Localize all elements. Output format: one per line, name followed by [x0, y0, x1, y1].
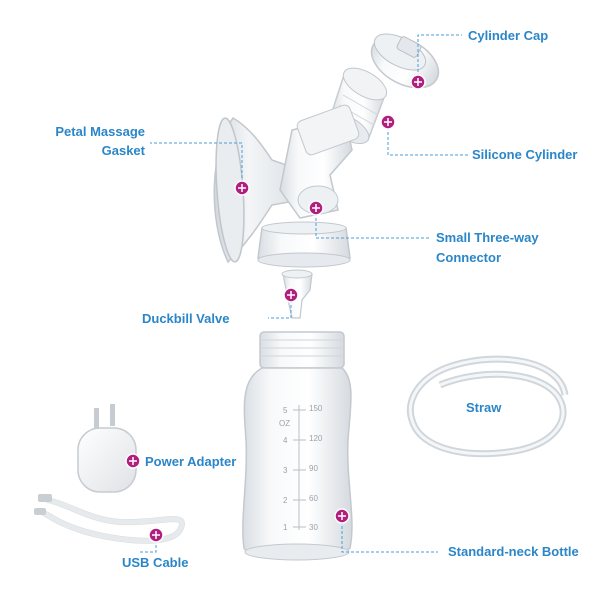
- standard-neck-bottle: [242, 331, 353, 561]
- scale-oz-2: 2: [283, 496, 288, 505]
- plus-marker-icon: [283, 287, 299, 303]
- scale-ml-90: 90: [309, 464, 318, 473]
- bottle-scale: OZ 5 4 3 2 1 150 120 90 60 30: [279, 404, 323, 532]
- plus-marker-icon: [148, 527, 164, 543]
- petal-massage-gasket: [213, 117, 301, 264]
- leader-lines: [138, 34, 468, 553]
- scale-oz-3: 3: [283, 466, 288, 475]
- pump-body: [279, 104, 360, 219]
- label-standard-neck-bottle: Standard-neck Bottle: [448, 544, 579, 559]
- label-power-adapter: Power Adapter: [145, 454, 237, 469]
- small-three-way-connector: [257, 221, 351, 268]
- scale-ml-120: 120: [309, 434, 323, 443]
- scale-oz-1: 1: [283, 523, 288, 532]
- label-silicone-cylinder: Silicone Cylinder: [472, 147, 578, 162]
- plus-marker-icon: [234, 180, 250, 196]
- scale-oz-4: 4: [283, 436, 288, 445]
- cylinder-cap: [370, 33, 440, 89]
- scale-oz-5: 5: [283, 406, 288, 415]
- straw: [406, 355, 569, 458]
- plus-marker-icon: [380, 114, 396, 130]
- label-duckbill-valve: Duckbill Valve: [142, 311, 230, 326]
- scale-ml-150: 150: [309, 404, 323, 413]
- label-cylinder-cap: Cylinder Cap: [468, 28, 549, 43]
- usb-cable: [34, 494, 185, 544]
- label-petal-massage: Petal Massage: [55, 124, 145, 139]
- label-gasket: Gasket: [101, 143, 145, 158]
- scale-ml-60: 60: [309, 494, 318, 503]
- plus-marker-icon: [308, 200, 324, 216]
- plus-marker-icon: [334, 508, 350, 524]
- label-small-three-way: Small Three-way: [436, 230, 539, 245]
- markers: [125, 74, 426, 543]
- label-connector: Connector: [436, 250, 501, 265]
- label-usb-cable: USB Cable: [122, 555, 189, 570]
- plus-marker-icon: [410, 74, 426, 90]
- oz-unit-label: OZ: [279, 419, 290, 428]
- power-adapter: [77, 404, 137, 493]
- scale-ml-30: 30: [309, 523, 318, 532]
- plus-marker-icon: [125, 453, 141, 469]
- label-straw: Straw: [466, 400, 502, 415]
